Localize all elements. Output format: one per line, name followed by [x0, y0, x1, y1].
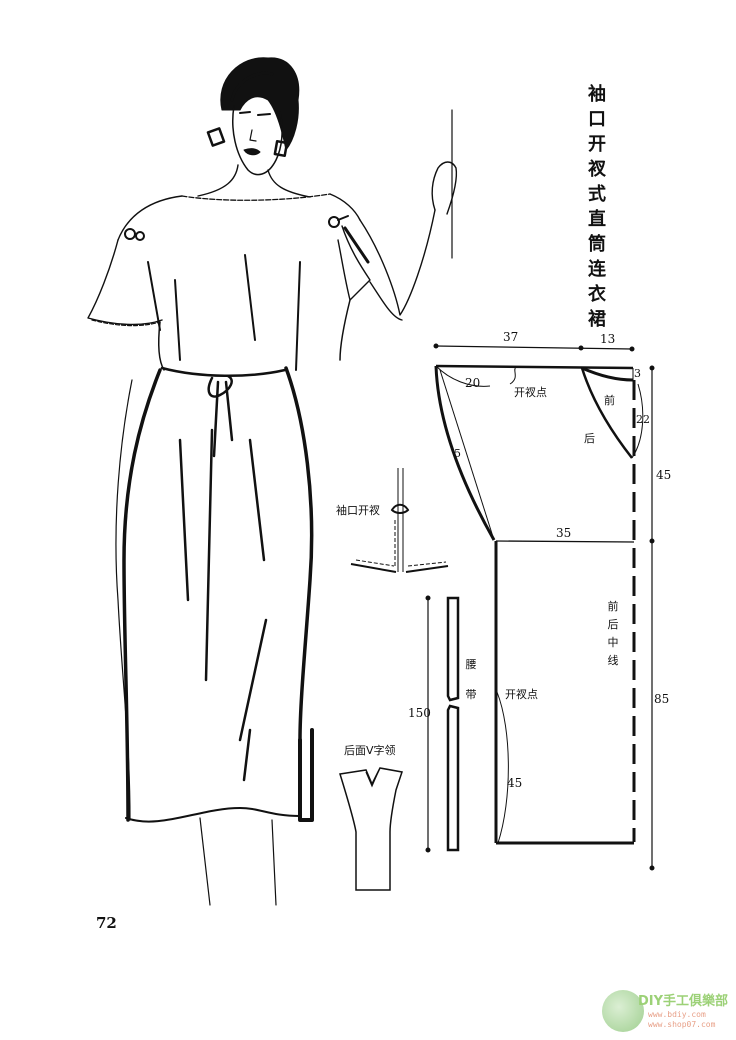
dim-armhole-curve: 20 — [465, 376, 481, 390]
label-char: 带 — [465, 688, 477, 701]
dim-bodice-length: 45 — [656, 468, 672, 482]
label-cuff-slit: 袖口开衩 — [336, 504, 380, 517]
label-char: 中 — [607, 636, 619, 649]
label-sash: 腰 带 — [464, 650, 478, 710]
cuff-slit-detail-drawing — [350, 468, 449, 573]
title-char: 裙 — [588, 309, 606, 330]
label-center-line: 前 后 中 线 — [606, 598, 620, 670]
dim-hip-width: 35 — [556, 526, 572, 540]
dim-shoulder-drop: 3 — [634, 367, 641, 380]
title-char: 筒 — [588, 234, 606, 255]
dim-skirt-length: 85 — [654, 692, 670, 706]
watermark-logo: DIY手工俱樂部 www.bdiy.com www.shop07.com — [600, 986, 736, 1036]
label-char: 线 — [607, 654, 619, 667]
pattern-title: 袖 口 开 衩 式 直 筒 连 衣 裙 — [585, 82, 609, 332]
dim-sleeve-side: 5 — [454, 447, 461, 460]
title-char: 口 — [588, 109, 606, 130]
back-v-neck-drawing — [339, 767, 403, 891]
title-char: 衣 — [588, 284, 606, 305]
label-slit-point-top: 开衩点 — [514, 386, 547, 399]
watermark-brand: DIY手工俱樂部 — [638, 994, 729, 1009]
fashion-figure-illustration — [87, 57, 458, 906]
sash-pattern-drawing — [425, 595, 460, 853]
dim-top-width-right: 13 — [600, 332, 616, 346]
label-char: 后 — [607, 618, 619, 631]
label-back-v-neck: 后面V字领 — [344, 744, 396, 757]
watermark-url-1: www.bdiy.com — [648, 1010, 706, 1019]
watermark-circle-icon — [602, 990, 644, 1032]
dim-top-width-left: 37 — [503, 330, 519, 344]
label-char: 腰 — [465, 658, 477, 671]
dress-pattern-draft — [433, 343, 655, 871]
dim-side-slit-curve: 45 — [507, 776, 523, 790]
title-char: 衩 — [588, 159, 606, 180]
title-char: 开 — [588, 134, 606, 155]
watermark-url-2: www.shop07.com — [648, 1020, 716, 1029]
label-front: 前 — [604, 394, 615, 407]
title-char: 袖 — [588, 84, 606, 105]
label-char: 前 — [607, 600, 619, 613]
dim-neckline-depth: 22 — [636, 413, 650, 426]
page-number: 72 — [96, 914, 117, 932]
title-char: 式 — [588, 184, 606, 205]
title-char: 连 — [588, 259, 606, 280]
label-back: 后 — [584, 432, 595, 445]
dim-sash-length: 150 — [408, 706, 431, 720]
label-slit-point-side: 开衩点 — [505, 688, 538, 701]
title-char: 直 — [588, 209, 606, 230]
